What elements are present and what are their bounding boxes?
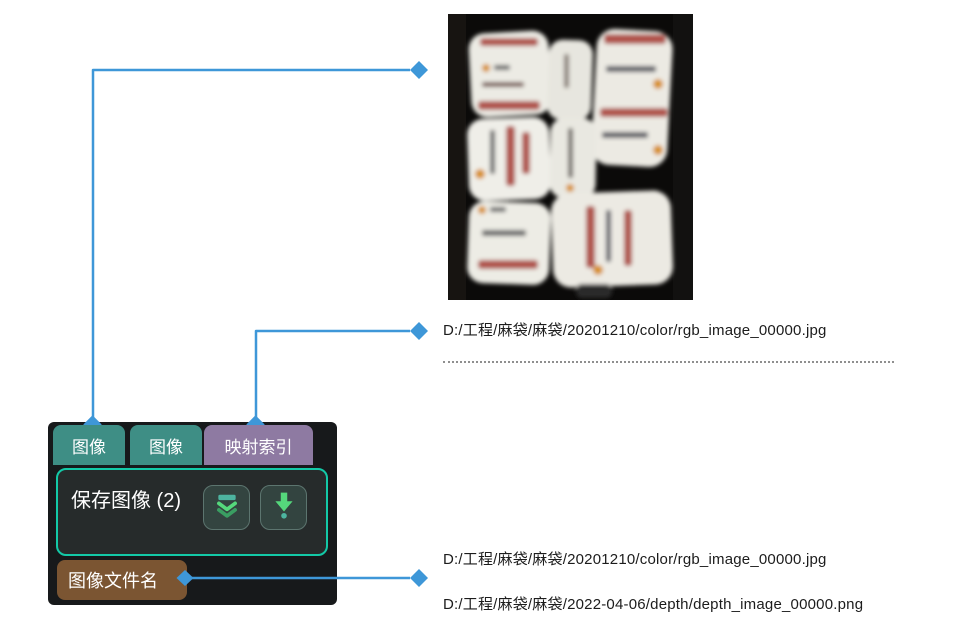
input-tab-image-1[interactable]: 图像 [53, 425, 125, 465]
wire-end-diamond-filename-values[interactable] [410, 569, 428, 587]
rgb-image-preview[interactable] [448, 14, 693, 300]
mapping-index-value: D:/工程/麻袋/麻袋/20201210/color/rgb_image_000… [443, 322, 827, 339]
save-to-file-button[interactable] [260, 485, 307, 530]
output-tab-image-filename[interactable]: 图像文件名 [57, 560, 187, 600]
wire-end-diamond-preview[interactable] [410, 61, 428, 79]
input-tab-image-2[interactable]: 图像 [130, 425, 202, 465]
input-tab-mapping-index[interactable]: 映射索引 [204, 425, 313, 465]
arrow-down-to-dot-icon [271, 491, 297, 524]
wire-end-diamond-mapping-value[interactable] [410, 322, 428, 340]
filename-value-depth: D:/工程/麻袋/麻袋/2022-04-06/depth/depth_image… [443, 596, 864, 613]
double-chevron-down-icon [214, 492, 240, 523]
node-title: 保存图像 (2) [71, 490, 181, 512]
sacks-photo-svg [448, 14, 693, 300]
dotted-divider [443, 361, 894, 363]
save-image-node[interactable]: 图像 图像 映射索引 保存图像 (2) [48, 415, 337, 605]
wire-image1-to-preview[interactable] [91, 68, 410, 420]
filename-value-rgb: D:/工程/麻袋/麻袋/20201210/color/rgb_image_000… [443, 551, 827, 568]
expand-button[interactable] [203, 485, 250, 530]
node-body[interactable]: 保存图像 (2) [56, 468, 328, 556]
wire-mapping-index-to-value[interactable] [254, 329, 410, 420]
